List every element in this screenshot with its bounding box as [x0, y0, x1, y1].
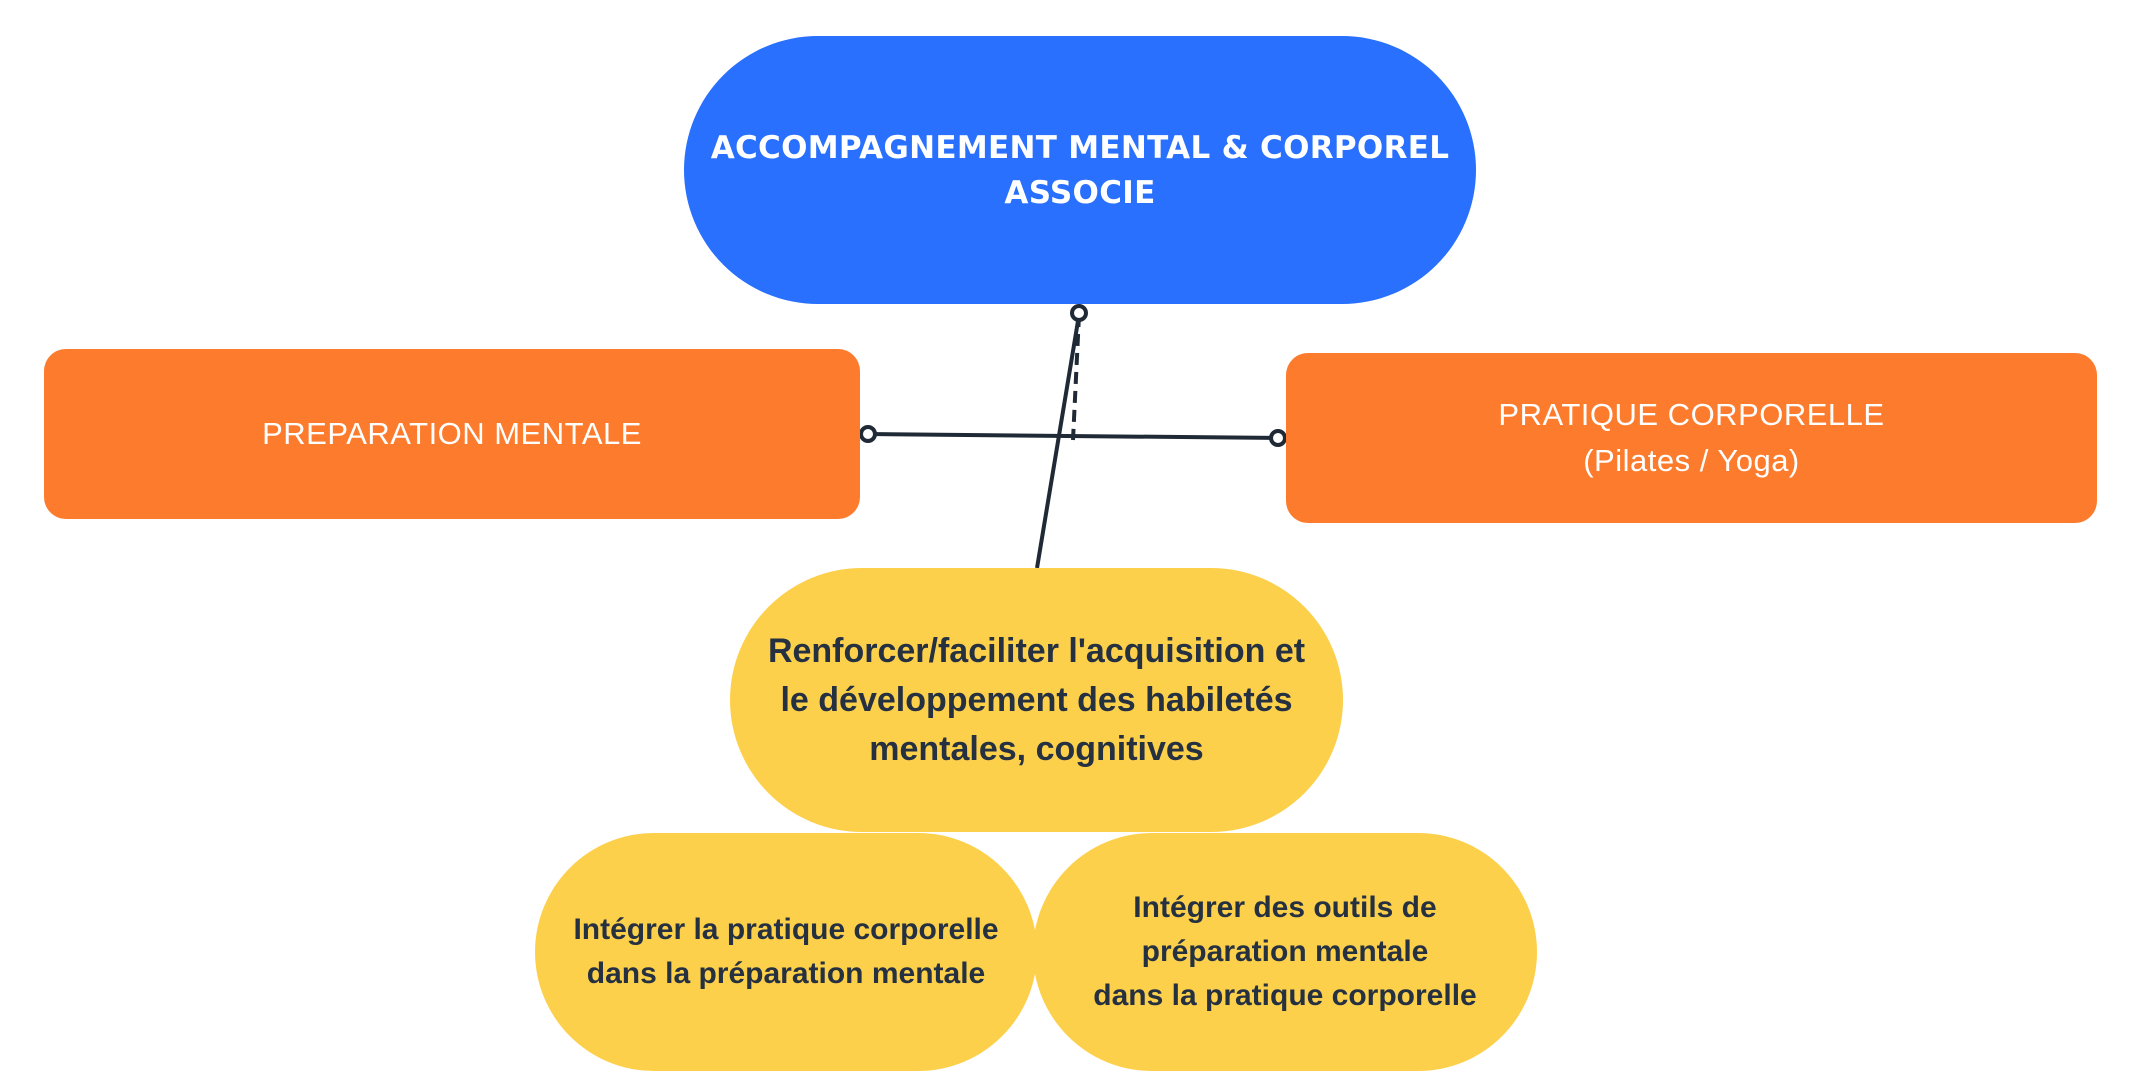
node-preparation-mentale: PREPARATION MENTALE	[44, 349, 860, 519]
connector-endpoint-left	[859, 425, 877, 443]
node-integrer-outils-preparation: Intégrer des outils de préparation menta…	[1033, 833, 1537, 1071]
connector-left-to-right	[867, 432, 1279, 440]
connector-root-dashed	[1071, 314, 1081, 441]
node-pratique-corporelle: PRATIQUE CORPORELLE (Pilates / Yoga)	[1286, 353, 2097, 523]
connector-endpoint-right	[1269, 429, 1287, 447]
node-renforcer-acquisition: Renforcer/faciliter l'acquisition et le …	[730, 568, 1343, 832]
root-node-accompagnement: ACCOMPAGNEMENT MENTAL & CORPOREL ASSOCIE	[684, 36, 1476, 304]
connector-root-to-center	[1035, 314, 1081, 569]
connector-endpoint-root	[1070, 304, 1088, 322]
node-integrer-pratique-corporelle: Intégrer la pratique corporelle dans la …	[535, 833, 1037, 1071]
